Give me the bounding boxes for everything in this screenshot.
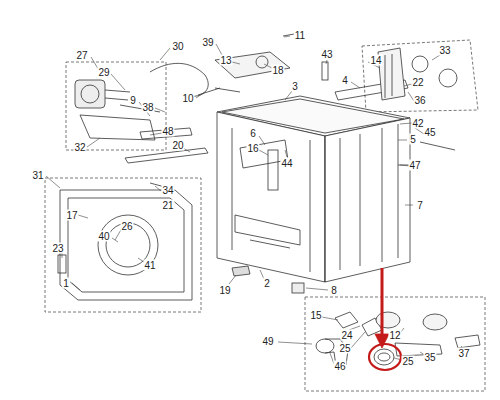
group-box: [362, 40, 478, 112]
callout-number: 15: [309, 310, 322, 321]
highlight-pointer: [369, 268, 401, 370]
callout-number: 11: [294, 30, 306, 41]
callout-number: 3: [291, 81, 299, 92]
leader-lines: [46, 36, 462, 364]
callout-number: 46: [333, 361, 346, 372]
callout-number: 20: [171, 140, 184, 151]
callout-number: 33: [438, 45, 451, 56]
callout-number: 22: [411, 77, 424, 88]
vent-kit: [316, 312, 480, 366]
callout-number: 18: [271, 65, 284, 76]
callout-number: 30: [171, 41, 184, 52]
callout-number: 32: [73, 142, 86, 153]
callout-number: 41: [143, 260, 156, 271]
callout-number: 5: [409, 134, 417, 145]
group-box: [66, 62, 166, 150]
motor-assembly: [75, 63, 208, 140]
bottom-parts: [232, 266, 304, 293]
callout-number: 2: [263, 278, 271, 289]
callout-number: 25: [401, 356, 414, 367]
callout-number: 43: [320, 49, 333, 60]
callout-number: 17: [65, 210, 78, 221]
callout-number: 39: [201, 37, 214, 48]
callout-number: 47: [408, 160, 421, 171]
callout-number: 16: [246, 143, 259, 154]
callout-number: 19: [218, 285, 231, 296]
callout-number: 29: [97, 67, 110, 78]
callout-number: 9: [129, 95, 137, 106]
callout-number: 37: [457, 348, 470, 359]
callout-number: 7: [416, 200, 424, 211]
callout-number: 31: [31, 170, 44, 181]
callout-number: 1: [62, 278, 70, 289]
cabinet: [217, 96, 410, 282]
group-box: [45, 178, 201, 312]
callout-number: 44: [280, 158, 293, 169]
callout-number: 36: [413, 95, 426, 106]
top-parts: [198, 33, 457, 165]
callout-number: 23: [51, 243, 64, 254]
callout-number: 12: [388, 330, 401, 341]
callout-number: 8: [330, 285, 338, 296]
callout-number: 48: [161, 126, 174, 137]
callout-number: 4: [341, 75, 349, 86]
callout-number: 40: [97, 231, 110, 242]
callout-number: 35: [423, 352, 436, 363]
callout-number: 38: [141, 102, 154, 113]
belt-parts: [125, 128, 288, 187]
callout-number: 45: [423, 127, 436, 138]
callout-number: 6: [249, 128, 257, 139]
callout-number: 27: [75, 50, 88, 61]
callout-number: 10: [181, 93, 194, 104]
callout-number: 34: [161, 185, 174, 196]
callout-number: 13: [219, 55, 232, 66]
callout-number: 49: [261, 336, 274, 347]
callout-number: 26: [120, 221, 133, 232]
callout-number: 21: [161, 200, 174, 211]
front-panel: [58, 190, 192, 300]
callout-number: 24: [340, 330, 353, 341]
callout-number: 14: [369, 55, 382, 66]
group-box: [305, 297, 485, 391]
callout-number: 25: [338, 343, 351, 354]
